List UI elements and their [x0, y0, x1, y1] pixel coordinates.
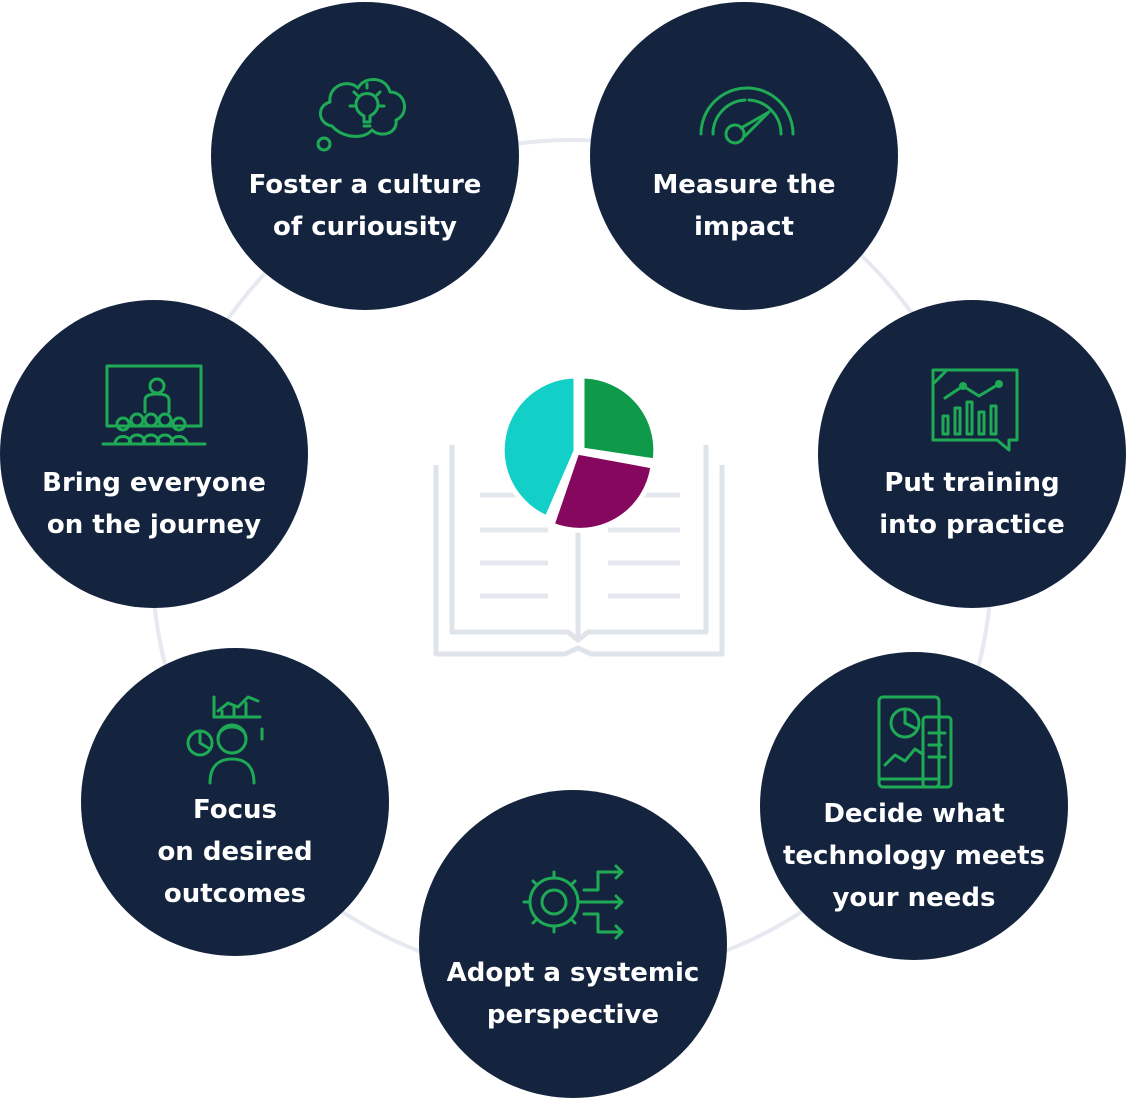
gear-arrows-icon: [522, 864, 624, 940]
node-label: Put training into practice: [879, 468, 1065, 540]
node-technology: Decide what technology meets your needs: [760, 652, 1068, 960]
node-impact: Measure the impact: [590, 2, 898, 310]
audience-presenter-icon: [101, 364, 207, 446]
node-outcomes: Focus on desired outcomes: [81, 648, 389, 956]
node-curiosity: Foster a culture of curiousity: [211, 2, 519, 310]
node-label: Decide what technology meets your needs: [782, 799, 1045, 913]
node-systemic: Adopt a systemic perspective: [419, 790, 727, 1098]
gauge-icon: [699, 86, 795, 145]
node-practice: Put training into practice: [818, 300, 1126, 608]
node-label: Adopt a systemic perspective: [446, 958, 700, 1030]
presentation-chart-icon: [931, 368, 1019, 452]
node-label: Measure the impact: [652, 170, 836, 242]
lightbulb-thought-cloud-icon: [316, 78, 406, 152]
tablet-phone-analytics-icon: [877, 695, 953, 789]
node-label: Focus on desired outcomes: [157, 795, 313, 909]
node-label: Foster a culture of curiousity: [248, 170, 482, 242]
person-with-charts-icon: [186, 695, 264, 785]
node-label: Bring everyone on the journey: [42, 468, 266, 540]
node-everyone: Bring everyone on the journey: [0, 300, 308, 608]
